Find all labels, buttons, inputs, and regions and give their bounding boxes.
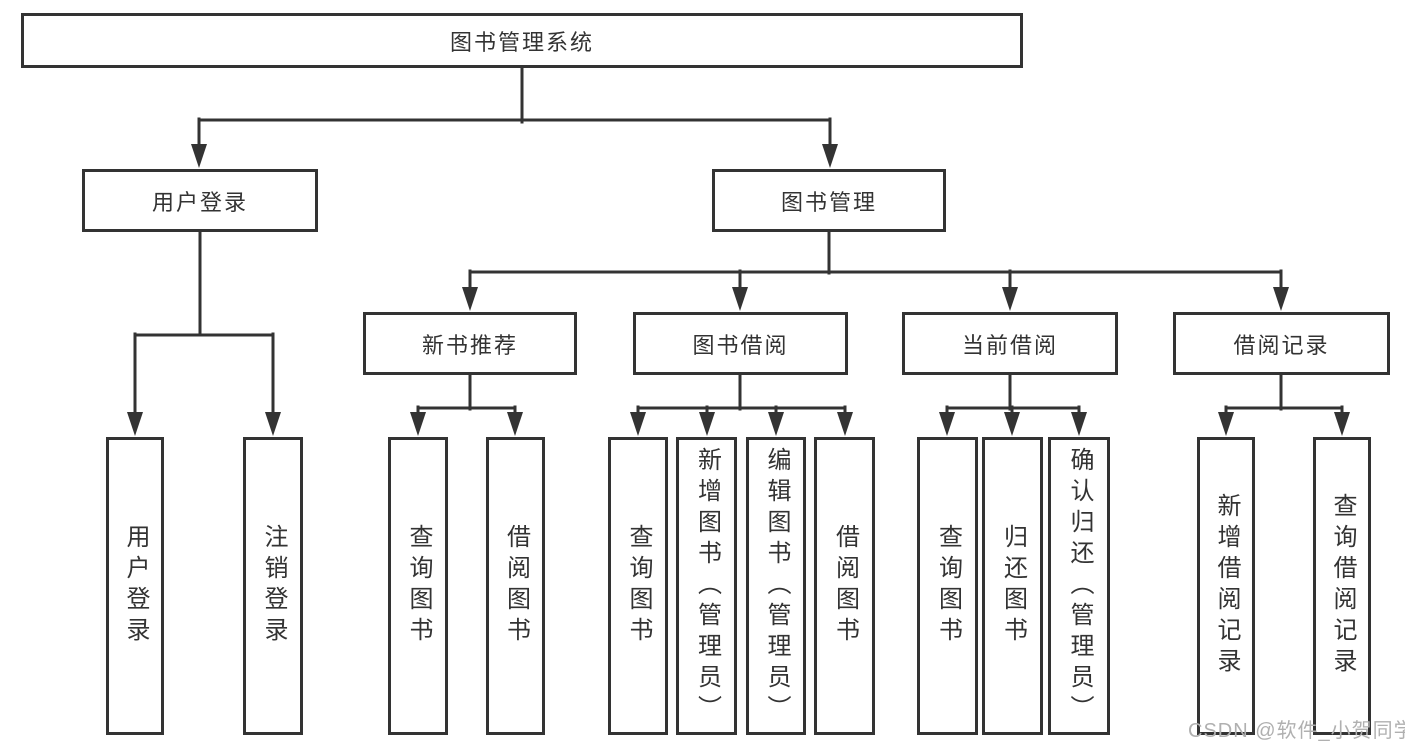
node-new-book-recommend-label: 新书推荐 (421, 332, 518, 358)
connector-path (133, 66, 1344, 418)
leaf-user-login: 用户登录 (106, 437, 164, 735)
node-book-management: 图书管理 (712, 169, 946, 232)
node-current-borrow: 当前借阅 (902, 312, 1118, 375)
csdn-watermark: CSDN @软件_小贺同学 (1188, 720, 1405, 742)
leaf-query-borrow-record-label: 查询借阅记录 (1329, 493, 1356, 679)
leaf-user-login-label: 用户登录 (122, 524, 149, 648)
leaf-borrow-book-1: 借阅图书 (486, 437, 545, 735)
leaf-query-book-1: 查询图书 (388, 437, 448, 735)
arrowhead-icon (127, 412, 143, 436)
leaf-return-book: 归还图书 (982, 437, 1043, 735)
node-current-borrow-label: 当前借阅 (961, 332, 1058, 358)
leaf-query-book-3: 查询图书 (917, 437, 978, 735)
leaf-logout: 注销登录 (243, 437, 303, 735)
leaf-borrow-book-1-label: 借阅图书 (502, 524, 530, 648)
arrowhead-icon (768, 412, 784, 436)
arrowhead-icon (732, 287, 748, 311)
node-book-borrow: 图书借阅 (633, 312, 848, 375)
node-root-label: 图书管理系统 (449, 29, 594, 55)
arrowhead-icon (1071, 412, 1087, 436)
leaf-add-book-admin-label: 新增图书（管理员） (693, 446, 721, 726)
node-new-book-recommend: 新书推荐 (363, 312, 577, 375)
leaf-edit-book-admin: 编辑图书（管理员） (746, 437, 806, 735)
leaf-query-book-1-label: 查询图书 (405, 524, 432, 648)
leaf-query-book-2-label: 查询图书 (625, 524, 652, 648)
leaf-query-book-3-label: 查询图书 (934, 524, 962, 648)
arrowhead-icon (630, 412, 646, 436)
node-book-borrow-label: 图书借阅 (692, 332, 789, 358)
leaf-query-book-2: 查询图书 (608, 437, 668, 735)
leaf-edit-book-admin-label: 编辑图书（管理员） (763, 446, 790, 726)
leaf-add-borrow-record-label: 新增借阅记录 (1213, 493, 1240, 679)
arrowhead-icon (822, 144, 838, 168)
arrowhead-icon (939, 412, 955, 436)
arrowhead-icon (699, 412, 715, 436)
arrowhead-icon (1218, 412, 1234, 436)
arrowhead-icon (1002, 287, 1018, 311)
node-borrow-record-label: 借阅记录 (1233, 332, 1330, 358)
arrowhead-icon (1004, 412, 1020, 436)
leaf-confirm-return-admin-label: 确认归还（管理员） (1066, 446, 1093, 726)
arrowhead-icon (837, 412, 853, 436)
leaf-confirm-return-admin: 确认归还（管理员） (1048, 437, 1110, 735)
leaf-logout-label: 注销登录 (260, 524, 287, 648)
node-user-login-label: 用户登录 (151, 189, 248, 215)
leaf-return-book-label: 归还图书 (999, 524, 1027, 648)
arrowhead-icon (265, 412, 281, 436)
node-user-login: 用户登录 (82, 169, 318, 232)
leaf-add-book-admin: 新增图书（管理员） (676, 437, 737, 735)
leaf-borrow-book-2-label: 借阅图书 (831, 524, 859, 648)
arrowhead-icon (1334, 412, 1350, 436)
arrowhead-icon (1273, 287, 1289, 311)
node-borrow-record: 借阅记录 (1173, 312, 1390, 375)
arrowhead-icon (507, 412, 523, 436)
arrowhead-icon (410, 412, 426, 436)
leaf-borrow-book-2: 借阅图书 (814, 437, 875, 735)
node-book-management-label: 图书管理 (780, 189, 877, 215)
leaf-add-borrow-record: 新增借阅记录 (1197, 437, 1255, 735)
leaf-query-borrow-record: 查询借阅记录 (1313, 437, 1371, 735)
arrowhead-icon (462, 287, 478, 311)
node-root: 图书管理系统 (21, 13, 1023, 68)
arrowhead-icon (191, 144, 207, 168)
